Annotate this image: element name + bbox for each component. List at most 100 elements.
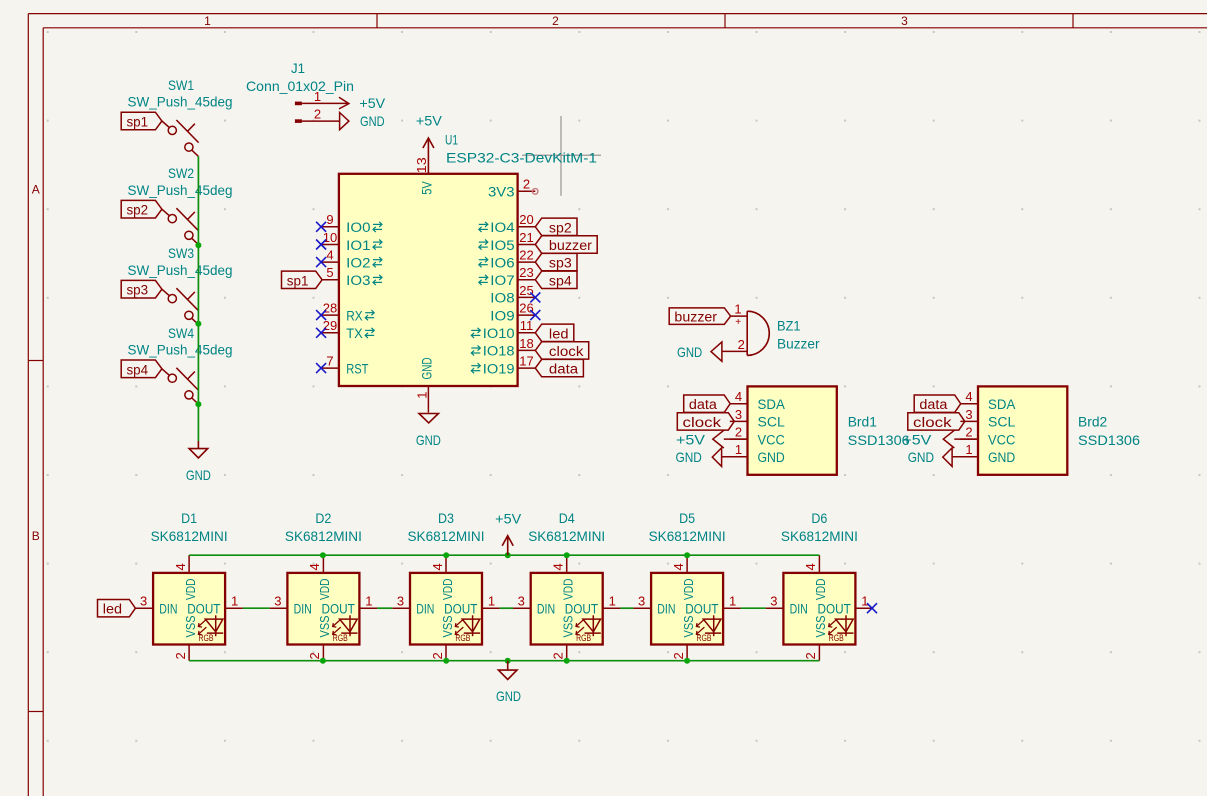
svg-text:VSS: VSS	[681, 615, 696, 637]
svg-text:IO3: IO3	[346, 273, 370, 288]
svg-text:1: 1	[415, 392, 430, 399]
svg-text:SK6812MINI: SK6812MINI	[649, 528, 726, 544]
svg-text:3: 3	[770, 594, 777, 609]
svg-text:D5: D5	[679, 510, 695, 526]
svg-text:DOUT: DOUT	[818, 601, 851, 616]
svg-text:5V: 5V	[419, 181, 434, 195]
svg-text:VDD: VDD	[440, 579, 455, 601]
svg-text:2: 2	[173, 652, 188, 659]
svg-text:DOUT: DOUT	[565, 601, 598, 616]
svg-text:RGB: RGB	[697, 633, 712, 643]
svg-text:SW_Push_45deg: SW_Push_45deg	[128, 262, 233, 278]
svg-text:led: led	[103, 602, 122, 617]
svg-text:+5V: +5V	[495, 510, 522, 526]
svg-text:IO10: IO10	[483, 326, 515, 341]
svg-text:SW_Push_45deg: SW_Push_45deg	[128, 342, 233, 358]
svg-text:IO2: IO2	[346, 255, 370, 270]
svg-text:VSS: VSS	[813, 615, 828, 637]
svg-text:1: 1	[609, 594, 616, 609]
svg-text:VSS: VSS	[183, 615, 198, 637]
svg-text:buzzer: buzzer	[674, 310, 717, 325]
svg-text:VSS: VSS	[317, 615, 332, 637]
svg-text:U1: U1	[445, 132, 458, 148]
svg-text:GND: GND	[676, 449, 702, 465]
svg-text:RGB: RGB	[455, 633, 470, 643]
svg-text:RST: RST	[346, 361, 368, 376]
svg-text:VDD: VDD	[561, 579, 576, 601]
svg-text:DOUT: DOUT	[685, 601, 718, 616]
svg-text:4: 4	[735, 389, 742, 404]
svg-text:3: 3	[901, 14, 908, 28]
svg-text:D6: D6	[811, 510, 827, 526]
svg-text:22: 22	[519, 248, 533, 263]
svg-text:VDD: VDD	[183, 579, 198, 601]
svg-text:clock: clock	[549, 344, 584, 359]
svg-text:sp3: sp3	[549, 256, 572, 271]
svg-text:TX: TX	[346, 326, 363, 341]
svg-text:SK6812MINI: SK6812MINI	[781, 528, 858, 544]
svg-text:VSS: VSS	[440, 615, 455, 637]
svg-text:7: 7	[326, 354, 333, 369]
svg-text:SK6812MINI: SK6812MINI	[528, 528, 605, 544]
svg-text:1: 1	[729, 594, 736, 609]
svg-text:GND: GND	[416, 432, 441, 448]
svg-text:data: data	[549, 362, 579, 377]
svg-text:GND: GND	[360, 113, 385, 129]
svg-text:IO7: IO7	[490, 273, 514, 288]
svg-text:D4: D4	[559, 510, 575, 526]
svg-text:3: 3	[518, 594, 525, 609]
svg-text:VCC: VCC	[758, 432, 786, 447]
svg-text:1: 1	[965, 442, 972, 457]
svg-text:GND: GND	[988, 450, 1016, 465]
svg-text:+5V: +5V	[676, 432, 706, 448]
svg-text:3: 3	[140, 594, 147, 609]
svg-text:BZ1: BZ1	[777, 317, 801, 333]
svg-text:data: data	[689, 397, 718, 412]
svg-text:DOUT: DOUT	[444, 601, 477, 616]
svg-text:2: 2	[552, 14, 559, 28]
svg-text:9: 9	[326, 212, 333, 227]
svg-text:4: 4	[326, 248, 333, 263]
svg-text:3: 3	[965, 407, 972, 422]
svg-text:GND: GND	[419, 357, 434, 379]
svg-text:SSD1306: SSD1306	[1078, 432, 1140, 448]
svg-text:VDD: VDD	[681, 579, 696, 601]
svg-text:2: 2	[735, 425, 742, 440]
svg-text:RX: RX	[346, 308, 363, 323]
svg-text:GND: GND	[758, 450, 786, 465]
svg-text:5: 5	[326, 265, 333, 280]
svg-text:ESP32-C3-DevKitM-1: ESP32-C3-DevKitM-1	[446, 150, 597, 166]
svg-text:VDD: VDD	[813, 579, 828, 601]
svg-text:1: 1	[861, 594, 868, 609]
svg-text:sp2: sp2	[549, 220, 572, 235]
svg-text:SK6812MINI: SK6812MINI	[408, 528, 485, 544]
svg-text:SW_Push_45deg: SW_Push_45deg	[128, 94, 233, 110]
svg-text:sp1: sp1	[287, 273, 309, 288]
svg-text:3: 3	[397, 594, 404, 609]
svg-text:2: 2	[803, 652, 818, 659]
svg-text:2: 2	[314, 107, 321, 122]
svg-text:SW3: SW3	[168, 245, 194, 261]
svg-text:sp4: sp4	[549, 273, 572, 288]
svg-text:VSS: VSS	[561, 615, 576, 637]
svg-text:RGB: RGB	[199, 633, 214, 643]
svg-text:SDA: SDA	[988, 397, 1015, 412]
svg-text:sp4: sp4	[126, 362, 148, 377]
svg-text:DOUT: DOUT	[322, 601, 355, 616]
svg-text:buzzer: buzzer	[549, 238, 593, 253]
svg-text:2: 2	[738, 337, 745, 352]
svg-text:D3: D3	[438, 510, 454, 526]
svg-text:3: 3	[274, 594, 281, 609]
svg-text:10: 10	[323, 230, 337, 245]
svg-text:A: A	[32, 182, 40, 196]
svg-text:2: 2	[551, 652, 566, 659]
svg-text:2: 2	[307, 652, 322, 659]
svg-text:SDA: SDA	[758, 397, 785, 412]
svg-text:IO0: IO0	[346, 220, 370, 235]
svg-text:GND: GND	[908, 449, 934, 465]
svg-text:3: 3	[638, 594, 645, 609]
svg-text:2: 2	[430, 652, 445, 659]
svg-text:11: 11	[520, 318, 534, 333]
svg-text:2: 2	[671, 652, 686, 659]
svg-text:SW4: SW4	[168, 325, 194, 341]
